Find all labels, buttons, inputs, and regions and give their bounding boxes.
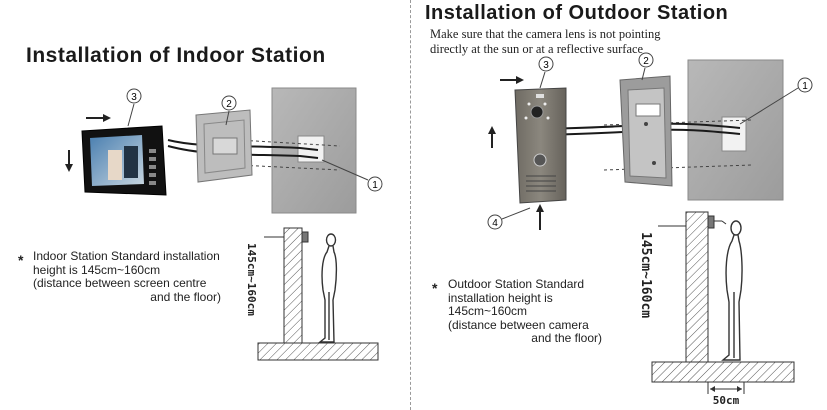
monitor-buttons: [149, 149, 156, 185]
outdoor-callout-4-label: 4: [492, 218, 498, 229]
outdoor-callout-3: 3: [538, 56, 554, 89]
outdoor-camera-unit: [514, 87, 567, 204]
outdoor-bottom-arrow-up-icon: [536, 204, 544, 230]
indoor-height-label: 145cm~160cm: [245, 243, 258, 316]
indoor-callout-3-label: 3: [131, 92, 137, 103]
camera-lens-note: Make sure that the camera lens is not po…: [430, 27, 661, 57]
indoor-height-diagram: 145cm~160cm: [245, 227, 379, 361]
indoor-arrow-down-icon: [65, 150, 73, 172]
indoor-dashed-guides: [237, 139, 341, 171]
outdoor-callout-4: 4: [487, 207, 531, 230]
indoor-callout-3: 3: [126, 88, 142, 127]
indoor-standard-line-1: Indoor Station Standard installation: [33, 249, 220, 263]
outdoor-height-diagram: 145cm~160cm 50cm: [638, 211, 795, 407]
outdoor-height-label: 145cm~160cm: [638, 232, 653, 318]
camera-lens-note-line-2: directly at the sun or at a reflective s…: [430, 42, 644, 56]
indoor-standard-line-4: and the floor): [150, 289, 221, 304]
outdoor-bullet: *: [432, 280, 438, 296]
outdoor-arrow-up-icon: [488, 126, 496, 148]
outdoor-callout-2: 2: [638, 52, 654, 81]
indoor-callout-2: 2: [221, 95, 237, 126]
outdoor-standard-line-1: Outdoor Station Standard: [448, 277, 585, 291]
outdoor-rain-cover: [619, 75, 673, 187]
outdoor-standard-text: Outdoor Station Standard installation he…: [448, 277, 618, 346]
outdoor-standard-line-5: and the floor): [531, 331, 602, 345]
indoor-callout-1: 1: [321, 159, 383, 192]
outdoor-arrow-right-icon: [500, 76, 524, 84]
outdoor-callout-2-label: 2: [643, 56, 649, 67]
outdoor-person-figure: [721, 220, 743, 361]
outdoor-distance-marker: 50cm: [707, 382, 745, 407]
indoor-callout-2-label: 2: [226, 99, 232, 110]
outdoor-distance-label: 50cm: [713, 394, 740, 407]
outdoor-standard-line-4: (distance between camera: [448, 317, 589, 332]
outdoor-callout-1: 1: [739, 77, 813, 125]
indoor-bullet: *: [18, 252, 24, 268]
outdoor-callout-3-label: 3: [543, 60, 549, 71]
camera-lens-note-line-1: Make sure that the camera lens is not po…: [430, 27, 661, 41]
indoor-person-figure: [318, 233, 338, 343]
outdoor-title: Installation of Outdoor Station: [425, 2, 729, 24]
indoor-mounting-bracket: [195, 109, 253, 183]
outdoor-standard-line-2: installation height is: [448, 290, 553, 305]
indoor-standard-text: Indoor Station Standard installation hei…: [33, 249, 243, 304]
indoor-monitor: [81, 125, 167, 196]
indoor-title: Installation of Indoor Station: [26, 44, 326, 67]
indoor-arrow-right-icon: [86, 114, 111, 122]
indoor-standard-line-3: (distance between screen centre: [33, 276, 207, 290]
indoor-callout-1-label: 1: [372, 180, 378, 191]
indoor-standard-line-2: height is 145cm~160cm: [33, 262, 161, 277]
outdoor-callout-1-label: 1: [802, 81, 808, 92]
speaker-grille: [526, 175, 556, 192]
outdoor-wall: [687, 59, 784, 201]
outdoor-standard-line-3: 145cm~160cm: [448, 304, 528, 318]
section-divider: [410, 0, 412, 410]
